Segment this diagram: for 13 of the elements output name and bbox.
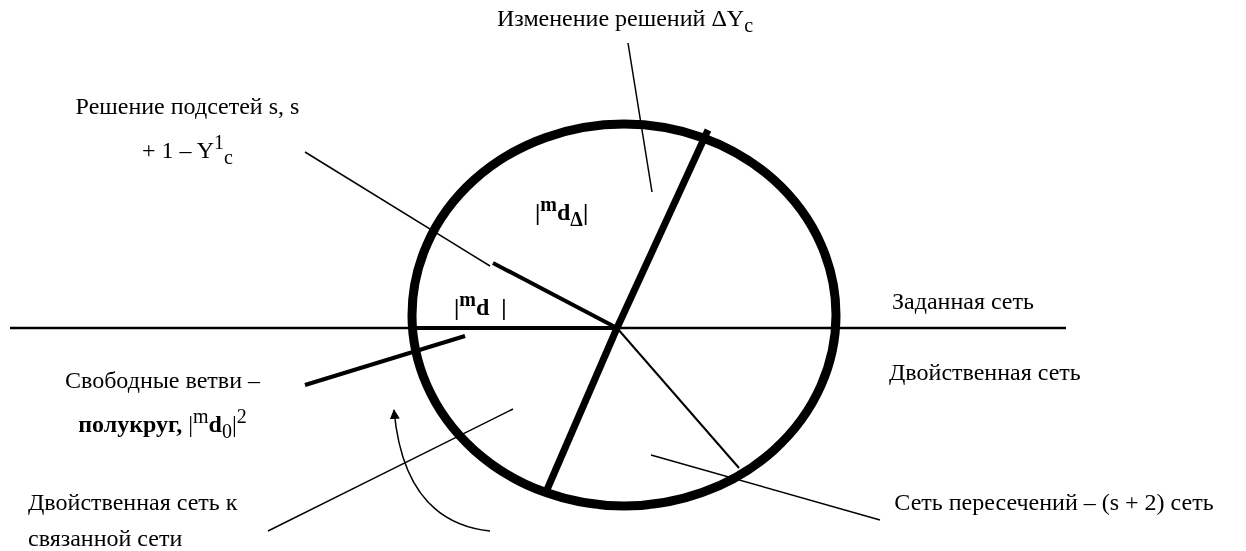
sector-label: |$^{m}$d$_{Δ}$| <box>535 192 589 232</box>
callout-text: Двойственная сеть к связанной сети <box>28 484 268 551</box>
callout-text: Изменение решений ΔY$_{c}$ <box>440 0 810 43</box>
leader-line <box>627 42 653 193</box>
callout-text: Свободные ветви – полукруг, |$^{m}$d$_{0}$|$^{2}$ <box>20 362 305 449</box>
sector-label: |$^{m}$d | <box>454 287 507 322</box>
callout-text: Сеть пересечений – (s + 2) сеть <box>868 484 1240 520</box>
region-label: Двойственная сеть <box>889 358 1081 387</box>
leader-line <box>304 334 466 387</box>
leader-line <box>304 151 491 267</box>
leader-line <box>267 408 514 532</box>
region-label: Заданная сеть <box>892 287 1034 316</box>
leader-line <box>650 454 881 521</box>
